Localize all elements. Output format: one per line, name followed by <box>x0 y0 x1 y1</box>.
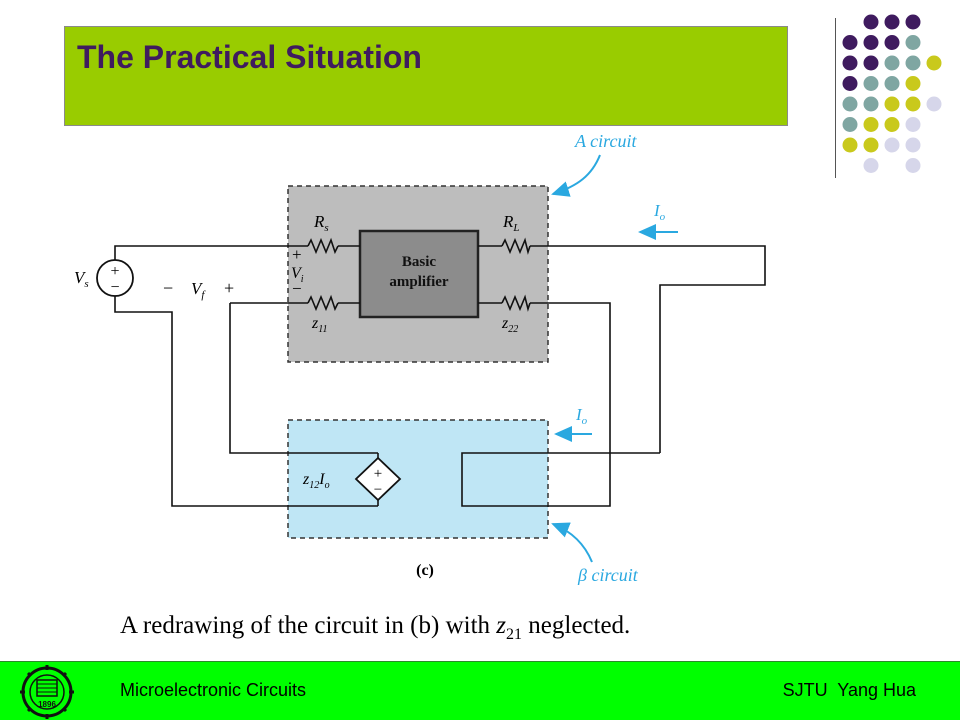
footer-bar: 1896 Microelectronic Circuits SJTU Yang … <box>0 661 960 720</box>
decorative-dot <box>863 14 879 30</box>
decorative-dot <box>842 55 858 71</box>
decorative-dot <box>863 158 879 173</box>
decorative-dot <box>863 96 879 112</box>
decorative-dot <box>863 76 879 91</box>
resistor-rs <box>307 237 339 255</box>
decorative-dot <box>926 96 942 112</box>
dep-source-minus: − <box>374 482 382 498</box>
decorative-dot <box>842 96 858 112</box>
university-logo-icon: 1896 <box>20 665 74 719</box>
figure-caption: A redrawing of the circuit in (b) with z… <box>120 612 631 643</box>
vf-label: Vf <box>191 279 206 301</box>
decorative-dot <box>905 158 921 173</box>
logo-year: 1896 <box>38 700 56 709</box>
decorative-dot <box>842 117 858 132</box>
vs-label: Vs <box>74 268 89 290</box>
decorative-dot <box>884 117 900 132</box>
vs-plus: + <box>110 263 119 280</box>
decorative-dot <box>884 76 900 91</box>
rl-label: RL <box>502 212 520 234</box>
vi-minus: − <box>292 279 302 298</box>
decorative-dot <box>905 137 921 153</box>
vf-plus: + <box>224 278 234 298</box>
decorative-dot-grid <box>842 14 942 173</box>
decorative-divider <box>835 18 836 178</box>
dep-source-plus: + <box>374 466 382 482</box>
vi-plus: + <box>292 245 302 264</box>
beta-circuit-label: β circuit <box>577 565 639 585</box>
a-circuit-label: A circuit <box>574 131 637 151</box>
decorative-dot <box>884 14 900 30</box>
rs-label: Rs <box>313 212 329 234</box>
io-label-top: Io <box>653 201 666 223</box>
circuit-wires <box>114 245 766 507</box>
basic-amplifier-line2: amplifier <box>389 274 448 290</box>
decorative-dot <box>842 35 858 50</box>
decorative-dot <box>884 35 900 50</box>
beta-circuit-arrow <box>551 522 593 563</box>
vi-label: Vi <box>291 265 304 285</box>
decorative-dot <box>863 137 879 153</box>
figure-tag: (c) <box>416 562 434 579</box>
decorative-dot <box>863 55 879 71</box>
z22-label: z22 <box>501 315 518 335</box>
resistor-z22 <box>501 294 531 312</box>
io-label-bottom: Io <box>575 405 588 427</box>
beta-circuit-box <box>287 419 549 539</box>
basic-amplifier-block <box>358 229 480 319</box>
decorative-dot <box>905 76 921 91</box>
decorative-dot <box>884 137 900 153</box>
decorative-dot <box>863 117 879 132</box>
decorative-dot <box>863 35 879 50</box>
decorative-dot <box>905 117 921 132</box>
resistor-rl <box>501 237 531 255</box>
decorative-dot <box>905 55 921 71</box>
dep-source-label: z12Io <box>302 471 330 491</box>
decorative-dot <box>905 14 921 30</box>
footer-author: SJTU Yang Hua <box>782 680 916 700</box>
voltage-source-vs <box>96 259 134 297</box>
footer-course-name: Microelectronic Circuits <box>120 680 307 700</box>
a-circuit-arrow <box>551 154 601 197</box>
decorative-dot <box>884 96 900 112</box>
basic-amplifier-line1: Basic <box>402 254 437 270</box>
decorative-dot <box>926 55 942 71</box>
decorative-dot <box>905 96 921 112</box>
vf-minus: − <box>163 278 173 298</box>
decorative-dot <box>905 35 921 50</box>
title-bar: The Practical Situation <box>64 26 788 126</box>
decorative-dot <box>842 137 858 153</box>
resistor-z11 <box>307 294 339 312</box>
decorative-dot <box>842 76 858 91</box>
vs-minus: − <box>110 279 119 296</box>
circuit-diagram: Basic amplifier + − Vs + − z12Io Rs RL <box>74 131 766 585</box>
dependent-voltage-source <box>354 456 402 502</box>
z11-label: z11 <box>311 315 328 335</box>
page-title: The Practical Situation <box>77 39 422 75</box>
decorative-dot <box>884 55 900 71</box>
